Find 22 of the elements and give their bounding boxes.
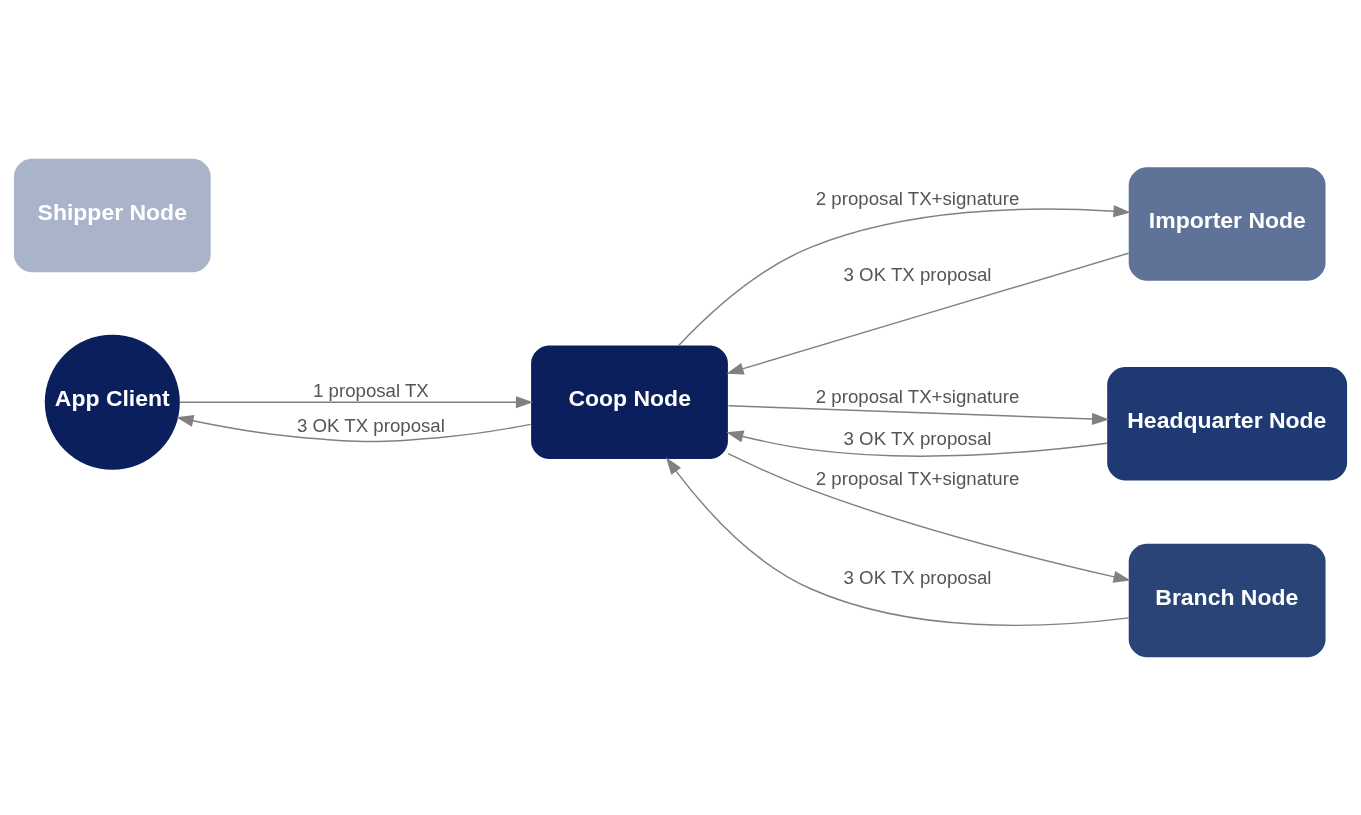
- edge-label: 3 OK TX proposal: [296, 414, 445, 436]
- node-circle: App Client: [44, 334, 180, 470]
- arrow: [179, 395, 534, 408]
- edge-label: 2 proposal TX+signature: [815, 187, 1020, 209]
- node-box: Headquarter Node: [1107, 366, 1348, 481]
- arrow: [665, 456, 1130, 626]
- arrow: [726, 430, 1108, 457]
- edge-label: 2 proposal TX+signature: [815, 467, 1020, 489]
- arrow: [727, 404, 1110, 425]
- arrow: [176, 414, 532, 442]
- edge-label: 3 OK TX proposal: [843, 263, 992, 285]
- edge-label: 2 proposal TX+signature: [815, 385, 1020, 407]
- edge-label: 3 OK TX proposal: [843, 566, 992, 588]
- arrow: [677, 204, 1131, 346]
- arrow: [726, 252, 1130, 374]
- edge-label: 3 OK TX proposal: [843, 426, 992, 448]
- node-box: Coop Node: [531, 345, 728, 459]
- node-box: Branch Node: [1128, 543, 1326, 657]
- node-box: Importer Node: [1128, 166, 1326, 281]
- edge-label: 1 proposal TX: [313, 379, 429, 401]
- arrow: [727, 452, 1131, 583]
- node-box: Shipper Node: [13, 158, 211, 272]
